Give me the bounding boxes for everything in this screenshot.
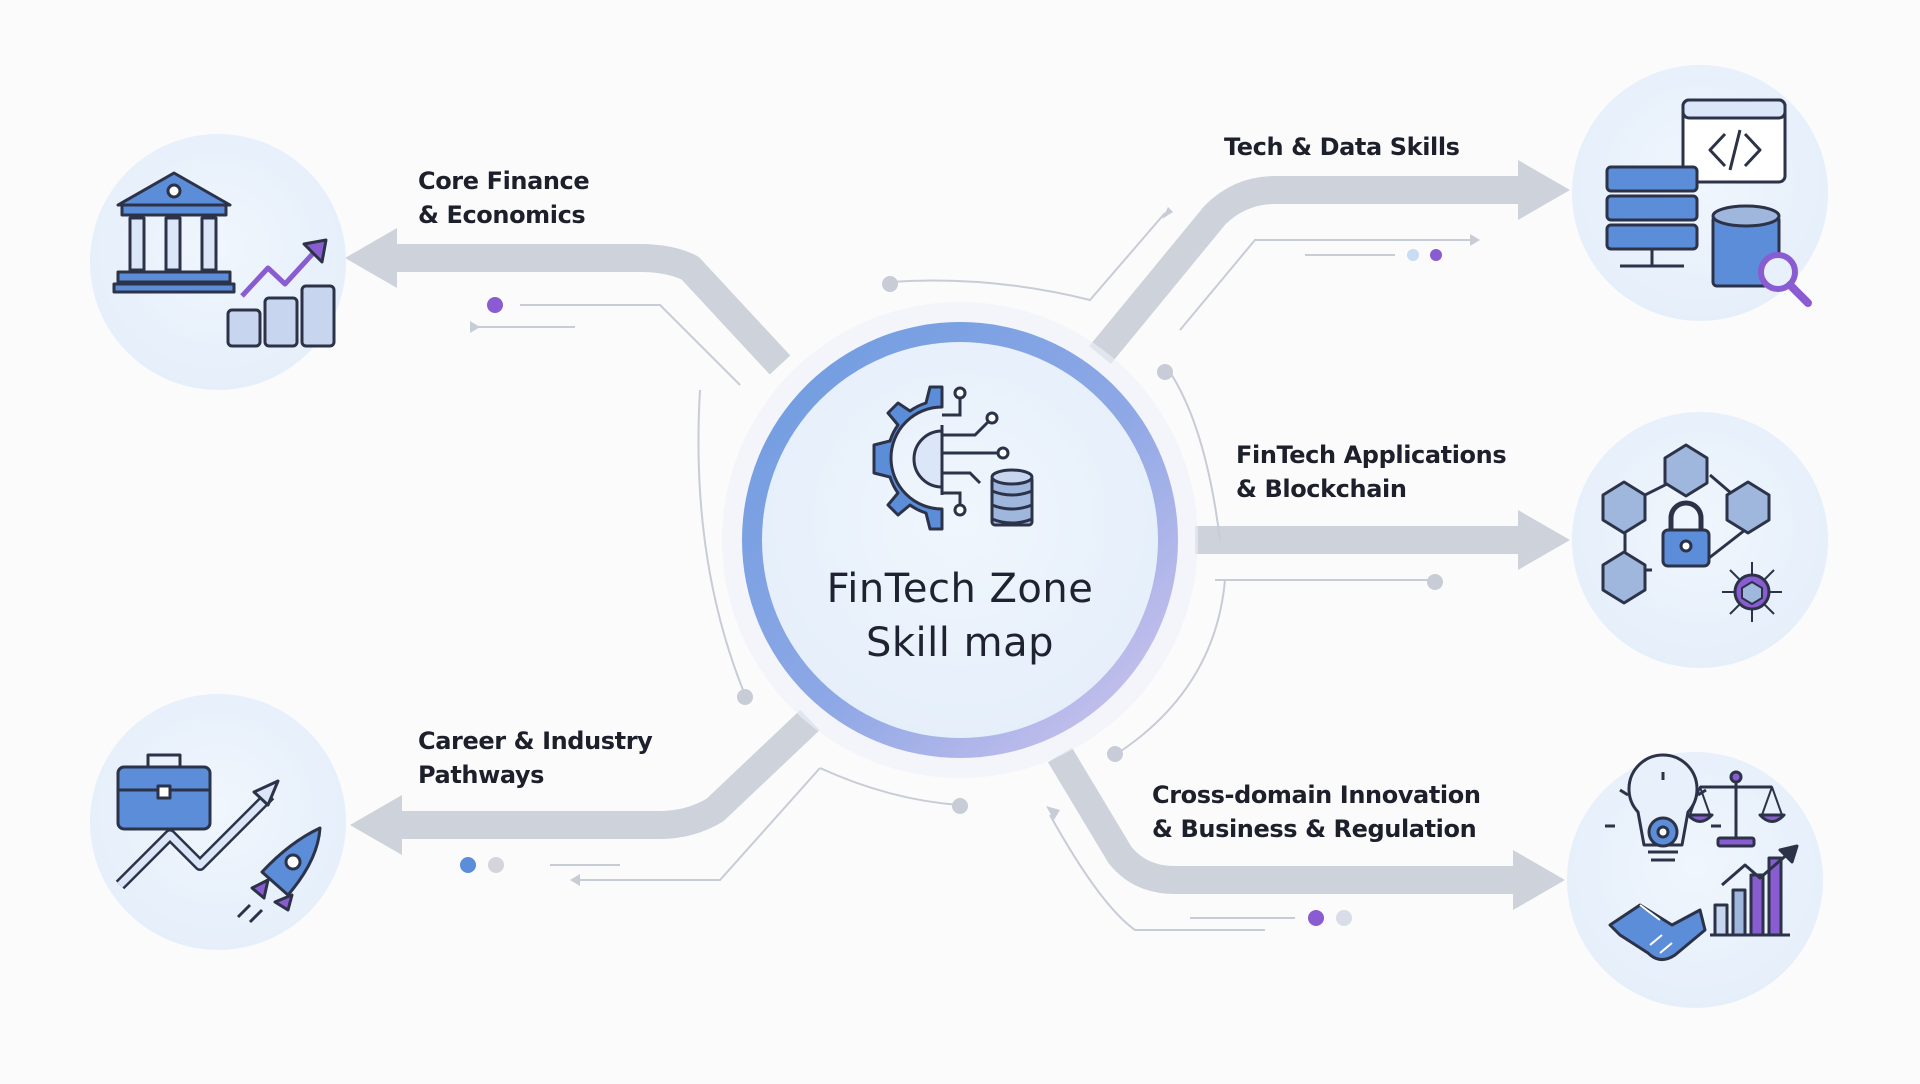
arrowhead-fintech-apps [1518,510,1570,570]
label-fintech-apps-line1: FinTech Applications [1236,441,1507,469]
center-title-line1: FinTech Zone [826,566,1094,612]
label-cross-domain-line1: Cross-domain Innovation [1152,781,1481,809]
center-title: FinTech Zone Skill map [760,562,1160,670]
thin-arrowheads [470,207,1480,886]
briefcase-rocket-icon [115,753,322,924]
label-tech-data: Tech & Data Skills [1224,130,1460,164]
label-core-finance-line2: & Economics [418,201,586,229]
label-career-line2: Pathways [418,761,545,789]
arrow-tech-data [1089,176,1530,364]
center-hub [722,302,1198,778]
arrow-connectors [385,176,1530,894]
center-title-line2: Skill map [866,620,1054,666]
label-career-line1: Career & Industry [418,727,653,755]
server-code-database-icon [1605,98,1812,307]
label-core-finance-line1: Core Finance [418,167,590,195]
arrow-cross-domain [1047,747,1520,894]
arrow-core-finance [385,244,791,375]
label-core-finance: Core Finance & Economics [418,164,590,232]
label-fintech-apps-line2: & Blockchain [1236,475,1407,503]
arrowhead-career [350,795,402,855]
label-fintech-apps: FinTech Applications & Blockchain [1236,438,1507,506]
arrowheads [345,160,1570,910]
label-career: Career & Industry Pathways [418,724,653,792]
arrowhead-cross-domain [1513,850,1565,910]
gear-circuit-database-icon [872,385,1034,531]
label-tech-data-line1: Tech & Data Skills [1224,133,1460,161]
decorative-dots [460,249,1443,926]
blockchain-lock-icon [1601,443,1782,622]
bank-growth-coins-icon [112,171,336,348]
arrow-career [395,709,820,839]
arrowhead-core-finance [345,228,397,288]
thin-connectors [470,212,1470,931]
lightbulb-scales-handshake-icon [1605,753,1799,961]
label-cross-domain-line2: & Business & Regulation [1152,815,1477,843]
label-cross-domain: Cross-domain Innovation & Business & Reg… [1152,778,1481,846]
arrowhead-tech-data [1518,160,1570,220]
